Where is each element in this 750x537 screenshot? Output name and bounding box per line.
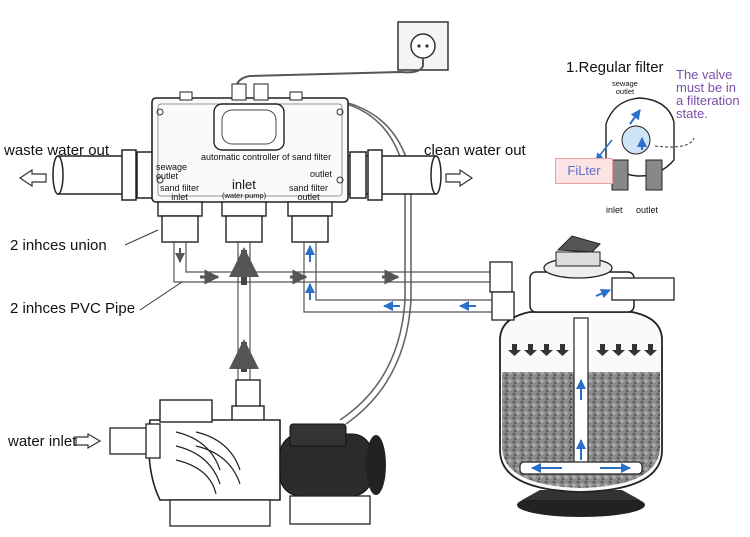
- flow-arrows: [175, 245, 476, 372]
- sewage-outlet-label: sewage outlet: [156, 162, 188, 181]
- union-leader: [124, 229, 159, 246]
- pvc-pipe-label: 2 inhces PVC Pipe: [10, 300, 136, 317]
- controller-label: automatic controller of sand filter: [201, 152, 332, 162]
- sand-filter-inlet-label: sand filter inlet: [160, 183, 200, 202]
- pipe-leader: [139, 281, 183, 311]
- pvc-pipes: [173, 242, 500, 380]
- wall-socket: [235, 21, 449, 91]
- inset-inlet-label: inlet: [606, 205, 623, 215]
- waste-water-out-label: waste water out: [4, 142, 110, 159]
- outlet-label: outlet: [310, 169, 333, 179]
- multiport-valve: [489, 235, 675, 321]
- clean-out-arrow: [445, 168, 474, 188]
- inset-sewage-outlet-label: sewage outlet: [612, 79, 638, 96]
- automatic-controller: [151, 83, 349, 203]
- water-inlet-label: water inlet: [8, 433, 77, 450]
- inset-title: 1.Regular filter: [566, 59, 664, 76]
- water-pump: [109, 379, 386, 527]
- water-inlet-arrow: [75, 432, 102, 450]
- clean-water-out-label: clean water out: [424, 142, 526, 159]
- filter-tag: FiLter: [555, 158, 613, 184]
- union-right: [287, 201, 333, 243]
- inlet-label: inlet: [232, 177, 256, 192]
- sand-filter-tank: [499, 311, 663, 517]
- union-middle: [221, 201, 267, 243]
- waste-out-arrow: [18, 168, 47, 188]
- waste-water-pipe: [52, 149, 155, 201]
- sand-filter-outlet-label: sand filter outlet: [289, 183, 329, 202]
- water-pump-label: (water pump): [222, 191, 267, 200]
- union-left: [157, 201, 203, 243]
- union-label: 2 inhces union: [10, 237, 107, 254]
- inset-outlet-label: outlet: [636, 205, 659, 215]
- valve-note: The valve must be in a filteration state…: [676, 67, 740, 121]
- inset-valve: [595, 97, 695, 191]
